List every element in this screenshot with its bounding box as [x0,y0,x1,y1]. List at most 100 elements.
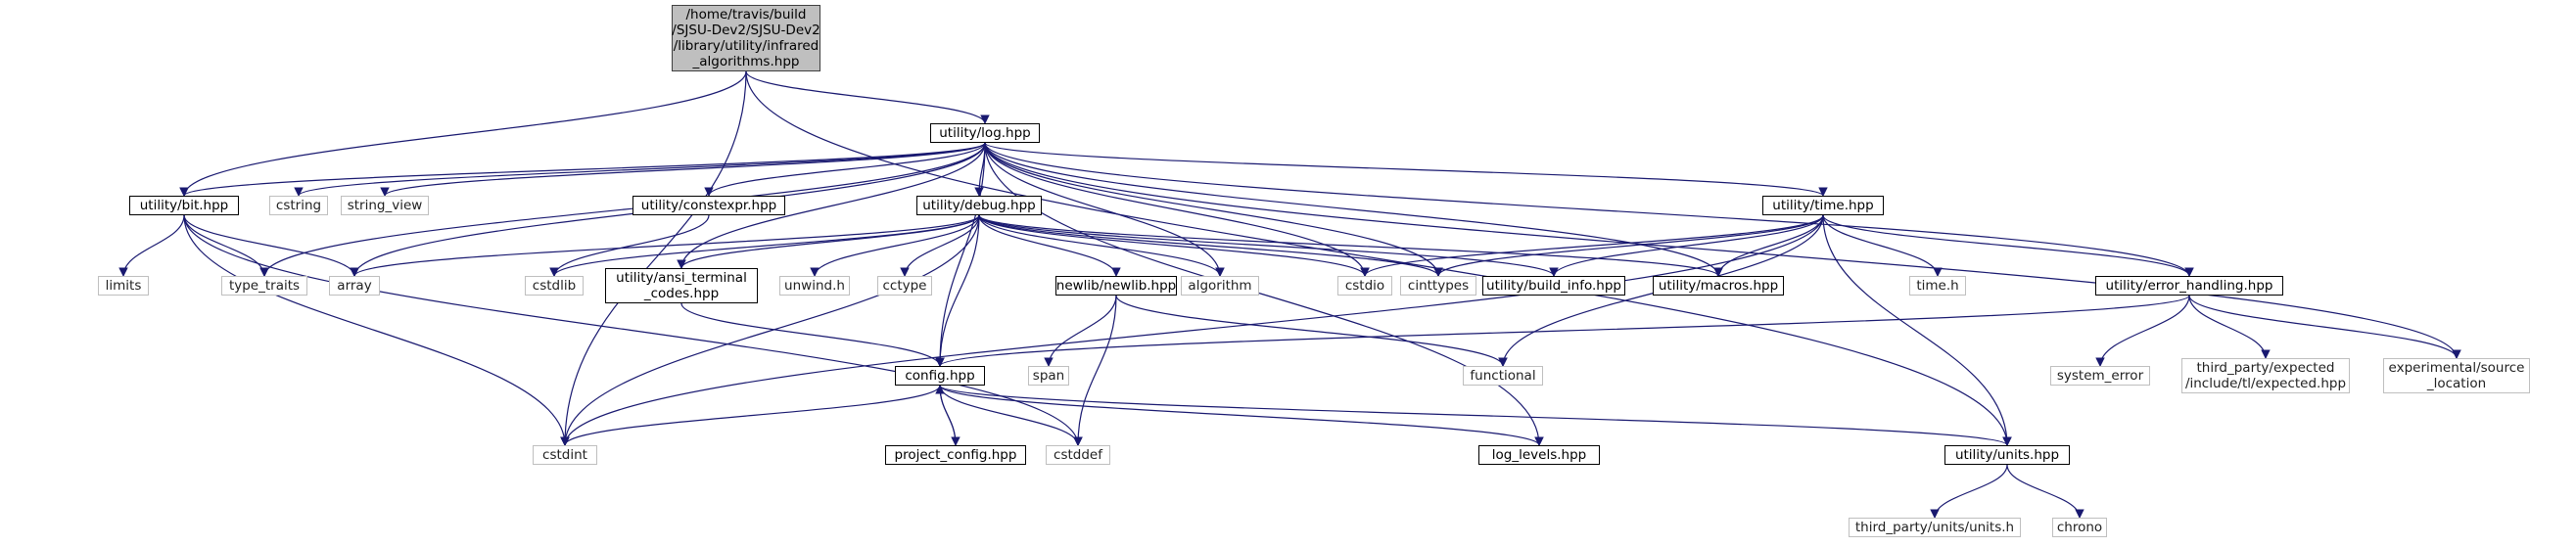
node-project-config-hpp[interactable]: project_config.hpp [885,445,1026,465]
edge-debug-to-cstdint [560,214,980,446]
edge-debug-to-cinttypes [978,214,1443,277]
node-label-line-1: third_party/expected [2196,360,2335,376]
edge-debug-to-array [350,214,980,277]
node-log-hpp[interactable]: utility/log.hpp [930,123,1040,143]
node-label: algorithm [1188,278,1252,294]
node-error-handling-hpp[interactable]: utility/error_handling.hpp [2095,276,2283,296]
node-debug-hpp[interactable]: utility/debug.hpp [916,196,1042,215]
node-cstdio: cstdio [1337,276,1392,296]
node-limits: limits [98,276,149,296]
node-label: functional [1470,368,1536,384]
node-time-hpp[interactable]: utility/time.hpp [1762,196,1884,215]
node-units-h: third_party/units/units.h [1849,518,2021,537]
edge-root-to-bit [179,70,747,197]
edge-error_handling-to-config [935,295,2190,367]
edge-time-to-macros [1713,214,1824,277]
node-constexpr-hpp[interactable]: utility/constexpr.hpp [632,196,785,215]
edge-log-to-cstring [294,142,986,197]
node-system-error: system_error [2050,366,2150,386]
node-label: utility/macros.hpp [1658,278,1779,294]
edge-config-to-units [939,385,2012,446]
node-label: utility/error_handling.hpp [2105,278,2273,294]
edge-units-to-chrono [2006,464,2084,519]
node-time-h: time.h [1909,276,1966,296]
edge-log-to-constexpr [704,142,986,197]
node-macros-hpp[interactable]: utility/macros.hpp [1653,276,1784,296]
node-label: limits [105,278,142,294]
node-label: chrono [2056,520,2103,535]
edge-time-to-build_info [1549,214,1824,277]
edge-log-to-time [984,142,1828,197]
edge-debug-to-config [935,214,980,367]
node-label: utility/log.hpp [939,125,1031,141]
edge-config-to-cstddef [939,385,1083,446]
edge-constexpr-to-cstdlib [549,214,710,277]
edge-log-to-config [935,142,986,367]
node-label: cstring [275,198,322,213]
node-cctype: cctype [877,276,932,296]
edge-log-to-ansi [677,142,986,269]
node-label: utility/debug.hpp [922,198,1036,213]
node-unwind-h: unwind.h [779,276,850,296]
node-label: newlib/newlib.hpp [1055,278,1177,294]
node-label: string_view [347,198,423,213]
node-newlib-hpp[interactable]: newlib/newlib.hpp [1055,276,1177,296]
node-label: project_config.hpp [894,447,1017,463]
root-label-line-2: /SJSU-Dev2/SJSU-Dev2 [672,23,820,38]
node-config-hpp[interactable]: config.hpp [895,366,985,386]
node-bit-hpp[interactable]: utility/bit.hpp [129,196,239,215]
node-label: time.h [1916,278,1959,294]
edge-debug-to-algorithm [978,214,1225,277]
edge-debug-to-macros [978,214,1723,277]
node-root-infrared-algorithms[interactable]: /home/travis/build /SJSU-Dev2/SJSU-Dev2 … [672,5,820,71]
node-chrono: chrono [2052,518,2107,537]
edge-log-to-error_handling [984,142,2194,277]
node-label: cstdio [1344,278,1385,294]
node-cstdlib: cstdlib [525,276,584,296]
edge-time-to-error_handling [1822,214,2194,277]
node-label: unwind.h [784,278,845,294]
edge-log-to-macros [984,142,1723,277]
edge-config-to-log_levels [939,385,1544,446]
edge-root-to-cstdint [560,70,747,446]
edge-bit-to-type_traits [183,214,269,277]
edge-time-to-cstdio [1360,214,1824,277]
node-ansi-terminal-codes-hpp[interactable]: utility/ansi_terminal _codes.hpp [605,268,758,303]
edge-error_handling-to-source_location [2188,295,2461,359]
node-algorithm: algorithm [1181,276,1259,296]
node-type-traits: type_traits [221,276,307,296]
edge-debug-to-newlib [978,214,1121,277]
node-label: config.hpp [905,368,975,384]
edge-ansi-to-config [680,302,945,367]
edge-time-to-units [1822,214,2012,446]
edge-newlib-to-cstddef [1073,295,1117,446]
edge-root-to-units [745,70,2012,446]
edge-debug-to-cstdio [978,214,1370,277]
node-build-info-hpp[interactable]: utility/build_info.hpp [1482,276,1625,296]
node-label: type_traits [228,278,301,294]
root-label-line-3: /library/utility/infrared [673,38,820,54]
root-label-line-1: /home/travis/build [685,7,807,23]
edge-debug-to-build_info [978,214,1559,277]
edge-bit-to-cstdint [183,214,570,446]
node-cstdint: cstdint [533,445,597,465]
edge-log-to-string_view [380,142,986,197]
edge-config-to-cstdint [560,385,941,446]
node-units-hpp[interactable]: utility/units.hpp [1944,445,2070,465]
node-log-levels-hpp[interactable]: log_levels.hpp [1478,445,1600,465]
edge-log-to-bit [179,142,986,197]
node-label: cstddef [1054,447,1102,463]
edge-time-to-time_h [1822,214,1943,277]
node-label: cctype [882,278,927,294]
node-cstring: cstring [269,196,328,215]
node-label-line-1: experimental/source [2388,360,2525,376]
edge-bit-to-cstddef [183,214,1083,446]
node-label: utility/time.hpp [1772,198,1874,213]
edge-debug-to-cstdlib [549,214,980,277]
edge-error_handling-to-system_error [2095,295,2190,367]
node-label: cinttypes [1407,278,1470,294]
node-label: third_party/units/units.h [1854,520,2015,535]
node-label: cstdint [542,447,587,463]
node-cinttypes: cinttypes [1400,276,1476,296]
